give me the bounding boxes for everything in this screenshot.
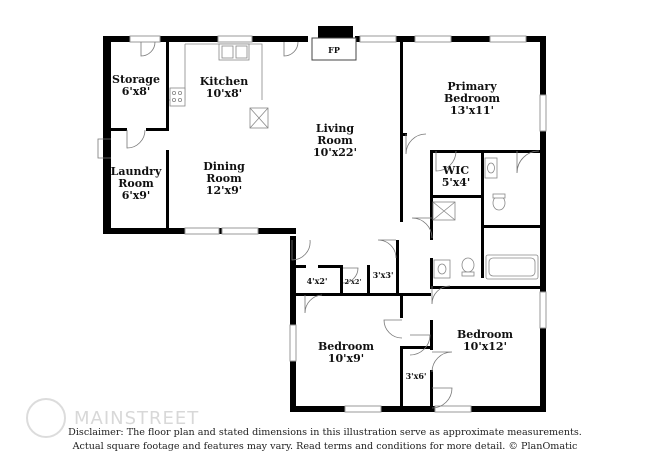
bedroom-right-dims: 10'x12' <box>463 340 507 353</box>
kitchen-dims: 10'x8' <box>206 87 242 100</box>
dining-dims: 12'x9' <box>206 184 242 197</box>
dining-name-line1: Dining <box>203 160 245 173</box>
disclaimer-line-1: Disclaimer: The floor plan and stated di… <box>68 427 582 438</box>
watermark-logo-icon <box>26 398 66 438</box>
wic-name: WIC <box>442 164 469 177</box>
interior-walls <box>103 42 540 410</box>
kitchen-fixtures <box>169 43 269 129</box>
wic-dims: 5'x4' <box>442 176 471 189</box>
closet-4x2-dims: 4'x2' <box>307 276 328 286</box>
room-labels: Storage 6'x8' Kitchen 10'x8' Living Room… <box>111 73 514 381</box>
bedroom-left-name: Bedroom <box>318 340 374 353</box>
dining-name-line2: Room <box>206 172 242 185</box>
door-swings <box>97 41 540 409</box>
closet-3x6-dims: 3'x6' <box>406 371 427 381</box>
fireplace: FP <box>311 26 357 61</box>
fireplace-label: FP <box>328 45 340 55</box>
watermark: MAINSTREET <box>26 398 199 438</box>
primary-bedroom-name-line2: Bedroom <box>444 92 500 105</box>
disclaimer-line-2: Actual square footage and features may v… <box>72 441 578 452</box>
closet-3x3-dims: 3'x3' <box>373 270 394 280</box>
living-dims: 10'x22' <box>313 146 357 159</box>
windows <box>129 35 547 413</box>
laundry-dims: 6'x9' <box>122 189 151 202</box>
primary-bedroom-name-line1: Primary <box>447 80 497 93</box>
bedroom-left-dims: 10'x9' <box>328 352 364 365</box>
bedroom-right-name: Bedroom <box>457 328 513 341</box>
laundry-name-line1: Laundry <box>111 165 162 178</box>
kitchen-name: Kitchen <box>200 75 249 88</box>
storage-name: Storage <box>112 73 160 86</box>
bath-fixtures <box>432 157 539 280</box>
living-name-line1: Living <box>316 122 354 135</box>
storage-dims: 6'x8' <box>122 85 151 98</box>
laundry-name-line2: Room <box>118 177 154 190</box>
closet-2x2-dims: 2'x2' <box>345 278 362 286</box>
primary-bedroom-dims: 13'x11' <box>450 104 494 117</box>
watermark-text: MAINSTREET <box>74 407 200 429</box>
living-name-line2: Room <box>317 134 353 147</box>
